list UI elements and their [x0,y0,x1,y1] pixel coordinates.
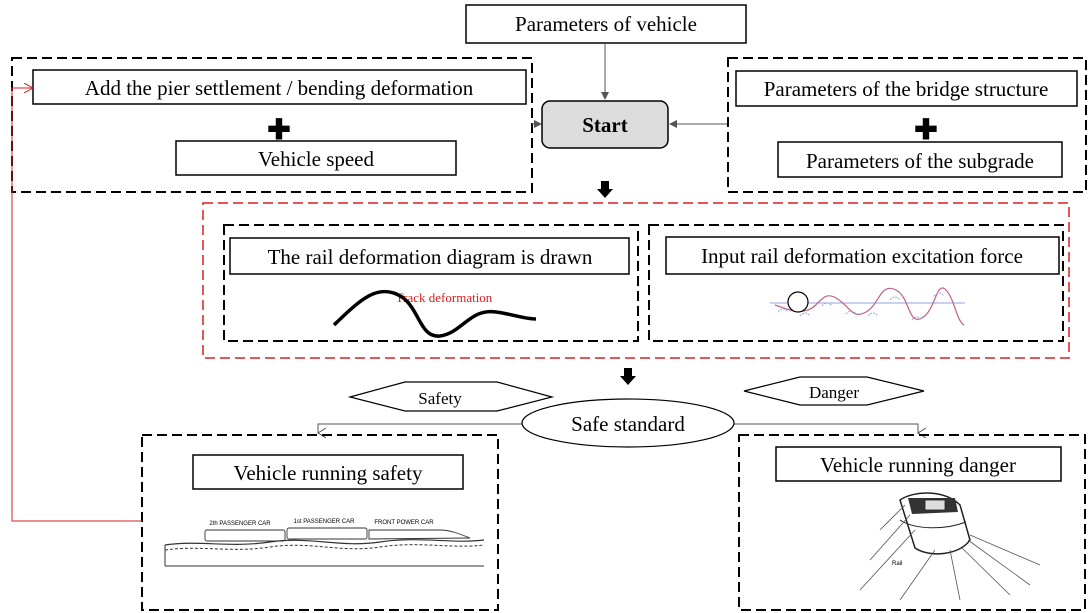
power-car-label: FRONT POWER CAR [374,520,434,526]
down-arrow-icon-2 [620,368,636,385]
down-arrow-icon-1 [597,181,613,198]
car1-label: 1st PASSENGER CAR [294,519,356,525]
excitation-force-label: Input rail deformation excitation force [701,244,1023,268]
front-power-car [368,529,471,540]
track-deformation-curve [332,289,537,338]
excitation-wave [774,287,965,326]
safety-label: Safety [418,389,462,408]
rail-label: Rail [892,561,902,567]
danger-branch-arrow [733,423,918,433]
bridge-structure-box: Parameters of the bridge structure [735,70,1078,107]
train-on-track-graphic: 2th PASSENGER CAR 1st PASSENGER CAR FRON… [164,519,485,567]
safe-standard-label: Safe standard [571,412,685,436]
left-input-group [11,57,533,193]
vehicle-speed-box: Vehicle speed [175,140,457,176]
right-input-group [727,57,1087,193]
safety-condition: Safety [347,381,555,412]
bridge-structure-label: Parameters of the bridge structure [764,77,1049,101]
excitation-panel [648,224,1064,342]
subgrade-box: Parameters of the subgrade [777,141,1063,178]
running-safety-label: Vehicle running safety [234,461,423,485]
plus-icon-right: ✚ [914,115,937,146]
start-label: Start [582,113,628,137]
running-safety-box: Vehicle running safety [192,454,464,490]
vehicle-speed-label: Vehicle speed [258,147,375,171]
excitation-force-box: Input rail deformation excitation force [665,236,1060,275]
excitation-wave-graphic [770,287,965,326]
running-danger-label: Vehicle running danger [820,453,1016,477]
passenger-car-2 [204,529,286,542]
subgrade-label: Parameters of the subgrade [806,149,1034,173]
danger-label: Danger [809,383,859,402]
rail-diagram-box: The rail deformation diagram is drawn [229,237,630,275]
derailed-train-graphic: Rail [859,492,1041,601]
wheel-icon [787,291,809,313]
pier-settlement-box: Add the pier settlement / bending deform… [32,69,527,105]
rail-diagram-panel [223,224,639,342]
passenger-car-1 [286,527,368,540]
parameters-of-vehicle-label: Parameters of vehicle [515,12,697,36]
safety-branch-arrow [318,423,522,433]
running-safety-panel [141,434,499,611]
car2-label: 2th PASSENGER CAR [209,521,271,527]
feedback-loop-arrow [11,88,142,522]
pier-settlement-label: Add the pier settlement / bending deform… [85,76,474,100]
running-danger-box: Vehicle running danger [775,446,1062,482]
running-danger-panel [738,434,1086,611]
parameters-of-vehicle-box: Parameters of vehicle [465,4,747,44]
track-deformation-label: Track deformation [396,290,493,305]
start-node: Start [541,100,669,149]
danger-condition: Danger [743,376,925,406]
plus-icon-left: ✚ [267,115,290,146]
rail-processing-group [202,202,1070,359]
safe-standard-node: Safe standard [521,398,735,448]
rail-diagram-label: The rail deformation diagram is drawn [268,245,593,269]
